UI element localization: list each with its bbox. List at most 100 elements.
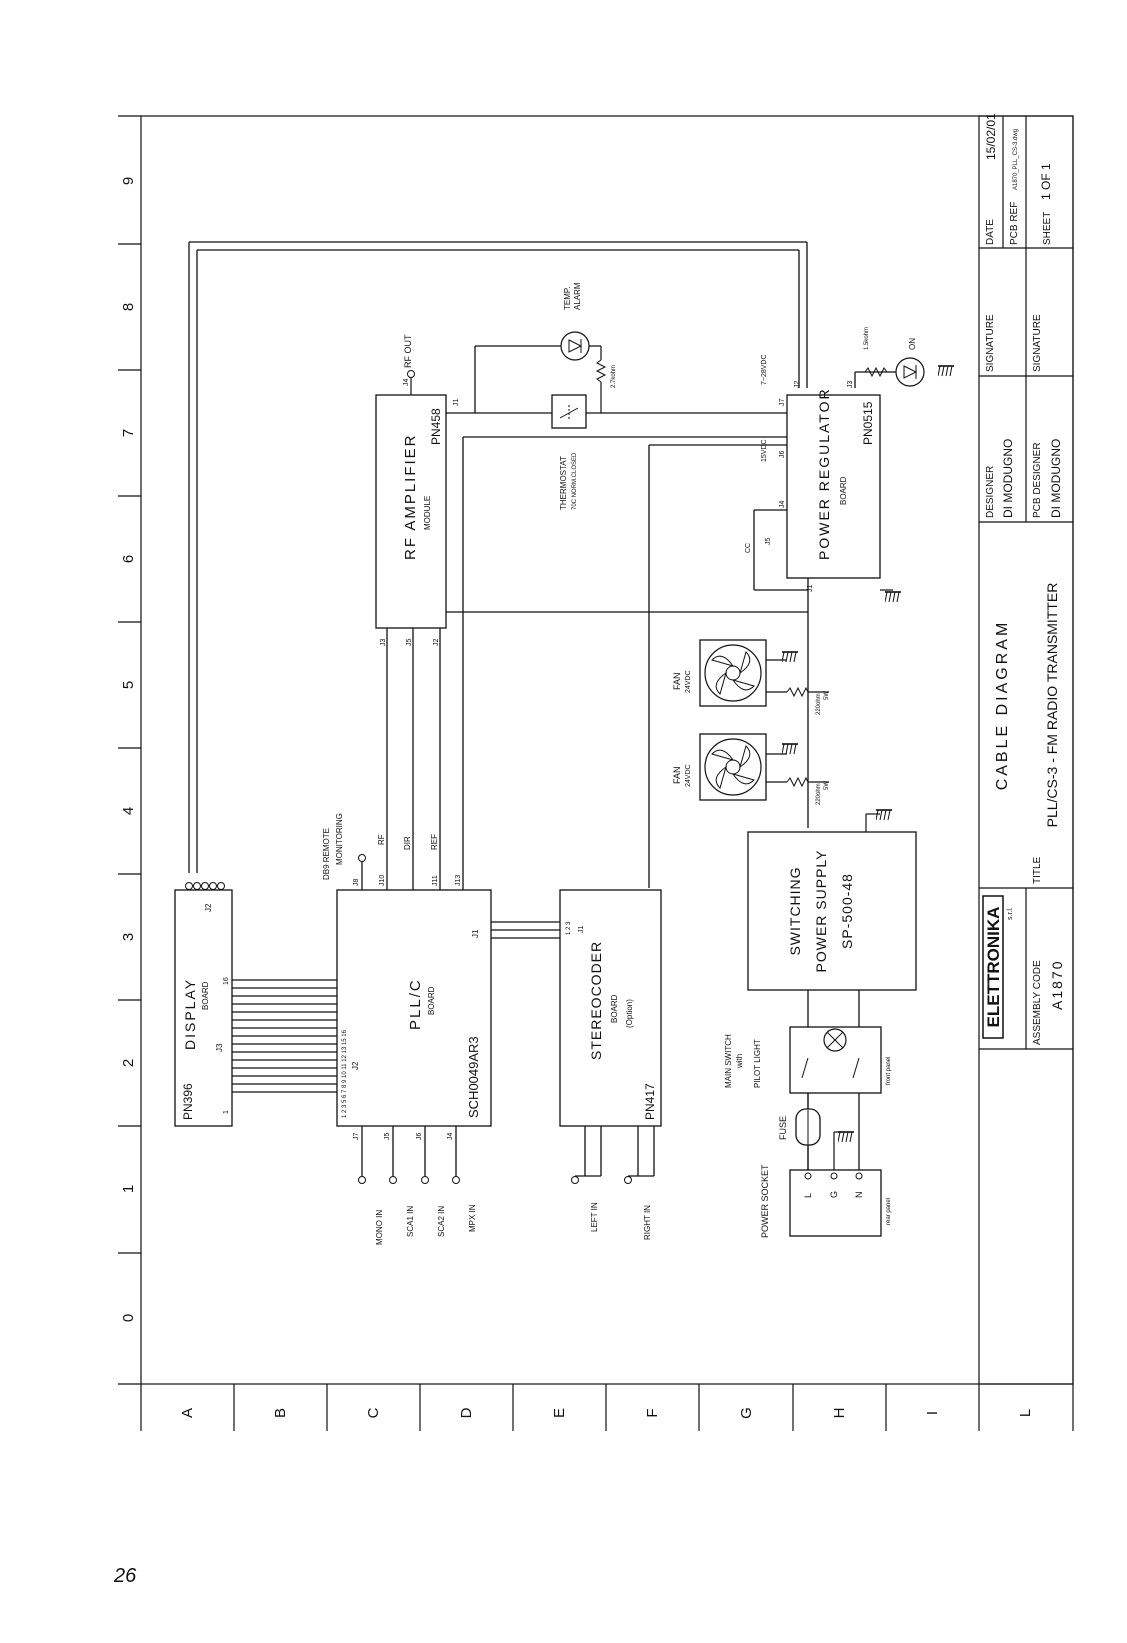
- sheet-label: SHEET: [1042, 212, 1053, 245]
- title-label: TITLE: [1032, 856, 1043, 884]
- rf-out-label: RF OUT: [403, 334, 413, 368]
- display-pin16: 16: [223, 977, 230, 985]
- display-sub: BOARD: [201, 981, 210, 1010]
- regulator-sub: BOARD: [839, 476, 848, 505]
- row-label-8: 8: [120, 303, 137, 311]
- wiring: [188, 241, 915, 1203]
- pll-board: PLL/C BOARD SCH0049AR3 1 2 3 5 6 7 8 9 1…: [336, 889, 492, 1127]
- pll-j1: J1: [471, 929, 480, 938]
- regulator-j3: J3: [847, 381, 854, 389]
- row-label-5: 5: [120, 681, 137, 689]
- display-board: DISPLAY BOARD PN396 J3 J2 1 16: [174, 889, 233, 1127]
- stereocoder-sub: BOARD: [610, 994, 619, 1023]
- display-pin1: 1: [223, 1110, 230, 1114]
- power-socket: L G N rear panel POWER SOCKET: [760, 1164, 892, 1238]
- label-15vdc: 15VDC: [761, 439, 768, 462]
- switching-power-supply: SWITCHING POWER SUPPLY SP-500-48: [747, 831, 917, 991]
- stereocoder-pins: 1 2 3: [566, 921, 572, 935]
- row-label-4: 4: [120, 807, 137, 815]
- row-label-7: 7: [120, 429, 137, 437]
- col-label-G: G: [738, 1407, 755, 1419]
- temp-alarm-led: TEMP. ALARM: [560, 282, 590, 361]
- pcb-designer-label: PCB DESIGNER: [1032, 442, 1043, 518]
- col-label-C: C: [365, 1407, 382, 1418]
- rf-j4: J4: [403, 379, 410, 387]
- column-ticks: [233, 1384, 1074, 1431]
- stereocoder-j1: J1: [578, 926, 585, 934]
- sca1-in-label: SCA1 IN: [406, 1206, 415, 1237]
- col-label-A: A: [179, 1408, 196, 1418]
- pll-j6: J6: [416, 1133, 423, 1141]
- fan-1-voltage: 24VDC: [685, 670, 692, 693]
- column-labels: A B C D E F G H I L: [179, 1407, 1034, 1419]
- pcb-designer-value: DI MODUGNO: [1049, 439, 1063, 518]
- stereocoder-opt: (Option): [625, 999, 634, 1028]
- pll-j5: J5: [384, 1133, 391, 1141]
- col-label-D: D: [458, 1407, 475, 1418]
- rear-panel-label: rear panel: [886, 1198, 892, 1225]
- date-value: 15/02/01: [984, 113, 998, 160]
- fan-1-resistor-value: 220ohm: [816, 693, 822, 715]
- fan-2-voltage: 24VDC: [685, 764, 692, 787]
- title-block: [978, 115, 1074, 1385]
- socket-g: G: [829, 1191, 839, 1198]
- rf-j2: J2: [433, 639, 440, 647]
- designer-value: DI MODUGNO: [1001, 439, 1015, 518]
- display-j2: J2: [204, 903, 213, 912]
- col-label-B: B: [272, 1408, 289, 1418]
- rf-j3: J3: [380, 639, 387, 647]
- signature-label-2: SIGNATURE: [1032, 314, 1043, 372]
- logo-text: ELETTRONIKA: [984, 907, 1003, 1028]
- col-label-E: E: [551, 1408, 568, 1418]
- row-ticks: [118, 115, 141, 1385]
- regulator-name: POWER REGULATOR: [816, 387, 832, 560]
- pll-name: PLL/C: [407, 978, 424, 1030]
- dir-line-label: DIR: [403, 836, 412, 850]
- signature-label-1: SIGNATURE: [985, 314, 996, 372]
- display-j3: J3: [215, 1043, 224, 1052]
- row-labels: 9 8 7 6 5 4 3 2 1 0: [120, 177, 137, 1322]
- col-label-L: L: [1017, 1409, 1034, 1417]
- designer-label: DESIGNER: [985, 466, 996, 518]
- fan-2-resistor-watt: 5W: [824, 781, 830, 790]
- assembly-code-label: ASSEMBLY CODE: [1032, 960, 1043, 1045]
- regulator-j2: J2: [794, 381, 801, 389]
- rf-name: RF AMPLIFIER: [402, 433, 419, 560]
- fan-1-label: FAN: [672, 672, 682, 690]
- stereocoder-code: PN417: [643, 1083, 657, 1120]
- col-label-F: F: [644, 1408, 661, 1417]
- row-label-3: 3: [120, 933, 137, 941]
- pcb-ref-value: A1870_PLL_CS-3.dwg: [1013, 129, 1019, 190]
- label-7-28vdc: 7~28VDC: [761, 354, 768, 385]
- audio-input-terminals: [358, 1176, 632, 1184]
- pll-j13: J13: [455, 875, 462, 886]
- switching-line-3: SP-500-48: [839, 873, 855, 949]
- rf-code: PN458: [429, 408, 443, 445]
- rf-j1: J1: [453, 399, 460, 407]
- pll-pins: 1 2 3 5 6 7 8 9 10 11 12 13 15 16: [342, 1029, 348, 1118]
- right-in-label: RIGHT IN: [643, 1205, 652, 1240]
- pll-j10: J10: [379, 875, 386, 886]
- ground-icon: [876, 809, 892, 821]
- temp-alarm-label-2: ALARM: [573, 282, 582, 310]
- page-number: 26: [114, 1565, 137, 1587]
- monitoring-label: MONITORING: [335, 813, 344, 865]
- ground-icon: [782, 743, 798, 755]
- date-label: DATE: [985, 219, 996, 245]
- socket-l: L: [803, 1193, 813, 1198]
- display-name: DISPLAY: [182, 978, 198, 1050]
- ref-line-label: REF: [430, 834, 439, 850]
- assembly-code-value: A1870: [1049, 960, 1065, 1010]
- resistor-2k7-label: 2.7kohm: [611, 365, 617, 388]
- diagram-subtitle: PLL/CS-3 - FM RADIO TRANSMITTER: [1044, 583, 1060, 828]
- col-label-I: I: [924, 1411, 941, 1415]
- thermostat-label: THERMOSTAT: [559, 456, 568, 510]
- display-code: PN396: [181, 1083, 195, 1120]
- fan-2-label: FAN: [672, 766, 682, 784]
- regulator-j7: J7: [779, 399, 786, 407]
- thermostat: THERMOSTAT 70C NORM.CLOSED: [551, 394, 587, 510]
- rf-amplifier: RF AMPLIFIER MODULE PN458 J3 J5 J2 J1 J4…: [375, 334, 460, 647]
- regulator-j1: J1: [807, 585, 814, 593]
- ground-icon: [938, 365, 954, 377]
